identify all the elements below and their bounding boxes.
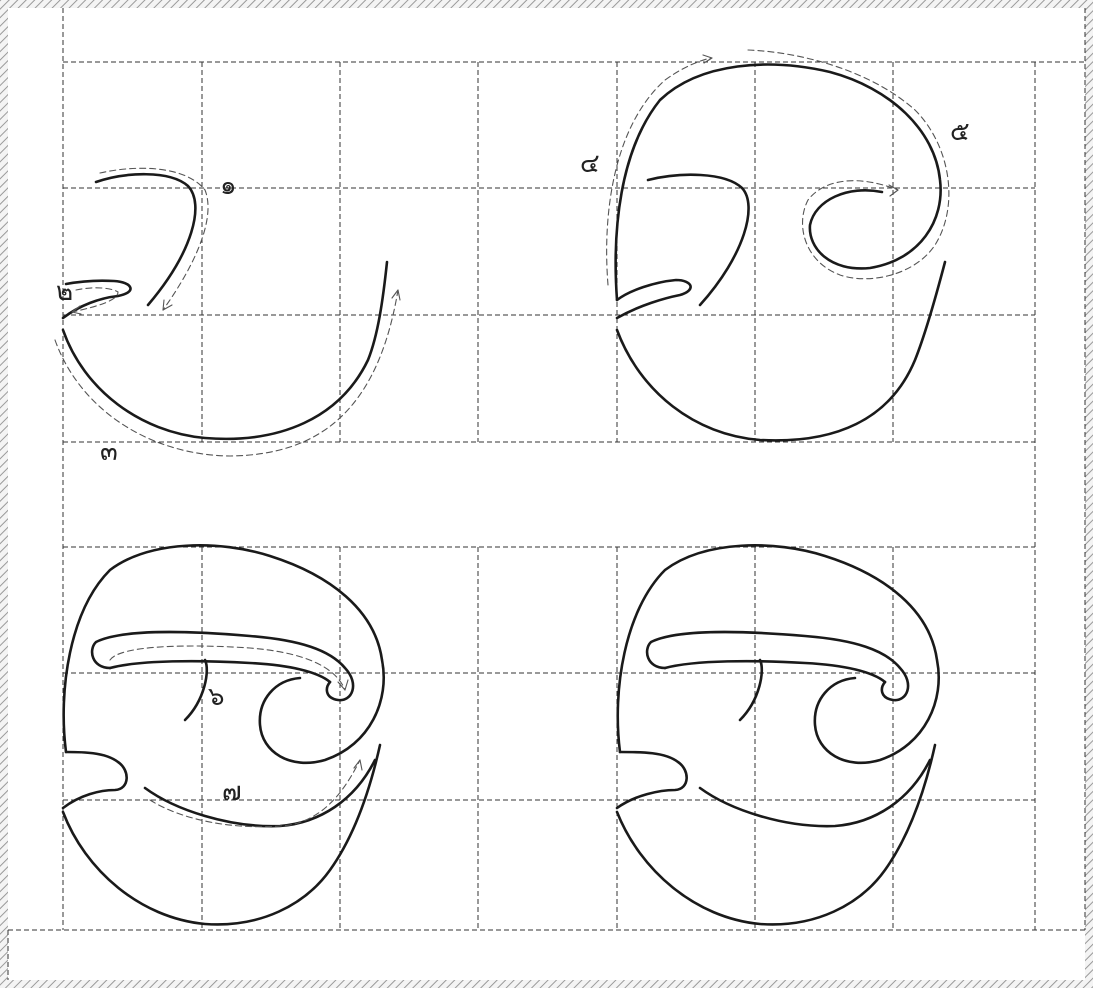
guide-arrow-4 xyxy=(607,58,712,285)
step-label-1: ๑ xyxy=(220,171,237,201)
panel-final xyxy=(617,545,939,924)
panel-step-2: ๔ ๕ xyxy=(580,50,970,440)
glyph-stroke-4 xyxy=(616,65,941,300)
glyph-stroke-3 xyxy=(63,262,387,439)
panel-step-1: ๑ ๒ ๓ xyxy=(55,168,400,467)
guide-grid xyxy=(8,8,1085,980)
step-label-5: ๕ xyxy=(950,117,970,147)
step-label-7: ๗ xyxy=(222,777,242,807)
glyph-stroke-1 xyxy=(96,174,195,305)
guide-arrow-7 xyxy=(150,760,360,827)
step-label-2: ๒ xyxy=(56,277,73,307)
guide-arrow-6 xyxy=(110,646,345,690)
step-label-4: ๔ xyxy=(580,149,600,179)
panel-step-3: ๖ ๗ xyxy=(63,545,384,924)
step-label-6: ๖ xyxy=(208,682,225,712)
step-label-3: ๓ xyxy=(100,437,118,467)
